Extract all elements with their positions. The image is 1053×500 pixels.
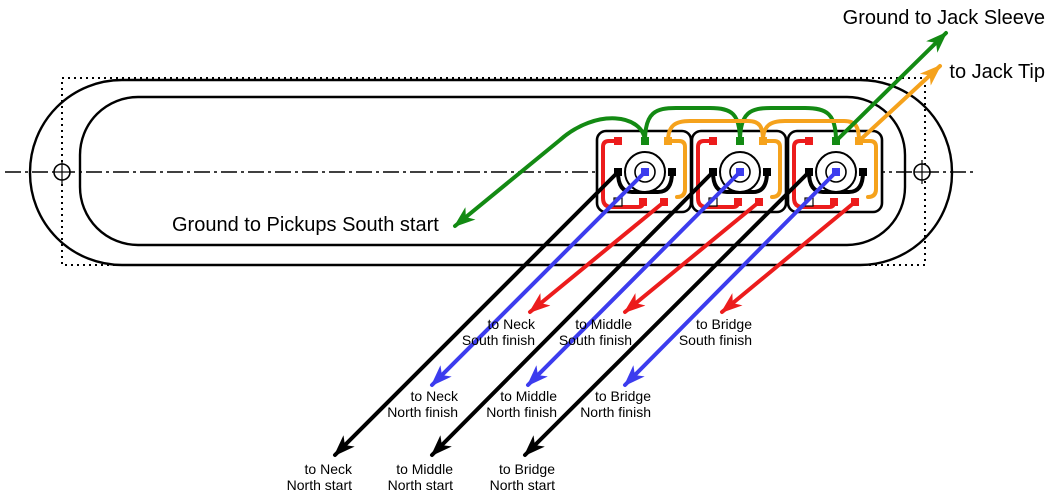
- label-neck-north-finish-line1: to Neck: [411, 388, 459, 404]
- label-bridge-north-finish-line2: North finish: [580, 404, 651, 420]
- lug-red: [830, 198, 838, 206]
- label-bridge-north-finish-line1: to Bridge: [595, 388, 651, 404]
- label-bridge-north-start-line2: North start: [490, 477, 555, 493]
- pickguard: [5, 77, 975, 267]
- label-middle-north-finish-line1: to Middle: [500, 388, 557, 404]
- mount-screw-right: [913, 160, 931, 184]
- label-neck-north-start-line2: North start: [287, 477, 352, 493]
- ground-to-pickups-arrow: [453, 116, 647, 228]
- pickup-lead-arrows: [333, 170, 857, 457]
- label-bridge-north-start-line1: to Bridge: [499, 461, 555, 477]
- pickguard-inner-outline: [78, 95, 907, 247]
- output-arrows: [453, 31, 948, 228]
- lug-black: [859, 168, 867, 176]
- hot-bus-wire: [761, 119, 861, 143]
- lug-red: [614, 137, 622, 145]
- neck-north-start-arrow: [333, 170, 620, 457]
- red-jumper-wire: [696, 139, 740, 209]
- label-middle-north-start-line1: to Middle: [396, 461, 453, 477]
- bridge-north-finish-arrow: [623, 170, 838, 387]
- middle-north-finish-arrow: [526, 170, 742, 387]
- label-bridge-south-finish-line2: South finish: [679, 332, 752, 348]
- lug-red: [734, 198, 742, 206]
- red-jumper-wire: [792, 139, 836, 209]
- label-neck-north-finish-line2: North finish: [387, 404, 458, 420]
- mount-screw-left: [53, 160, 71, 184]
- ground-to-jack-sleeve-arrow: [834, 31, 948, 143]
- label-middle-north-start-line2: North start: [388, 477, 453, 493]
- bus-wires: [643, 106, 861, 143]
- orange-jumper-wire: [857, 139, 878, 199]
- middle-south-finish-arrow: [623, 200, 761, 314]
- label-bridge-south-finish-line1: to Bridge: [696, 316, 752, 332]
- lug-black: [763, 168, 771, 176]
- label-ground-pickups: Ground to Pickups South start: [172, 214, 439, 236]
- label-middle-north-finish-line2: North finish: [486, 404, 557, 420]
- orange-jumper-wire: [761, 139, 782, 199]
- label-middle-south-finish-line2: South finish: [559, 332, 632, 348]
- label-neck-south-finish-line2: South finish: [462, 332, 535, 348]
- label-middle-south-finish-line1: to Middle: [575, 316, 632, 332]
- label-neck-south-finish-line1: to Neck: [488, 316, 536, 332]
- middle-north-start-arrow: [430, 170, 715, 457]
- orange-jumper-wire: [666, 139, 687, 199]
- label-jack-tip: to Jack Tip: [949, 61, 1045, 83]
- bridge-south-finish-arrow: [720, 200, 857, 314]
- lug-red: [639, 198, 647, 206]
- label-ground-jack-sleeve: Ground to Jack Sleeve: [843, 7, 1045, 29]
- neck-south-finish-arrow: [528, 200, 666, 314]
- lug-red: [709, 137, 717, 145]
- red-jumper-wire: [601, 139, 645, 209]
- lug-black: [668, 168, 676, 176]
- label-neck-north-start-line1: to Neck: [305, 461, 353, 477]
- bridge-north-start-arrow: [523, 170, 811, 457]
- to-jack-tip-arrow: [857, 64, 942, 143]
- labels: Ground to Jack Sleeve to Jack Tip Ground…: [172, 7, 1045, 493]
- hot-bus-wire: [666, 119, 765, 143]
- neck-north-finish-arrow: [430, 170, 647, 387]
- lug-red: [805, 137, 813, 145]
